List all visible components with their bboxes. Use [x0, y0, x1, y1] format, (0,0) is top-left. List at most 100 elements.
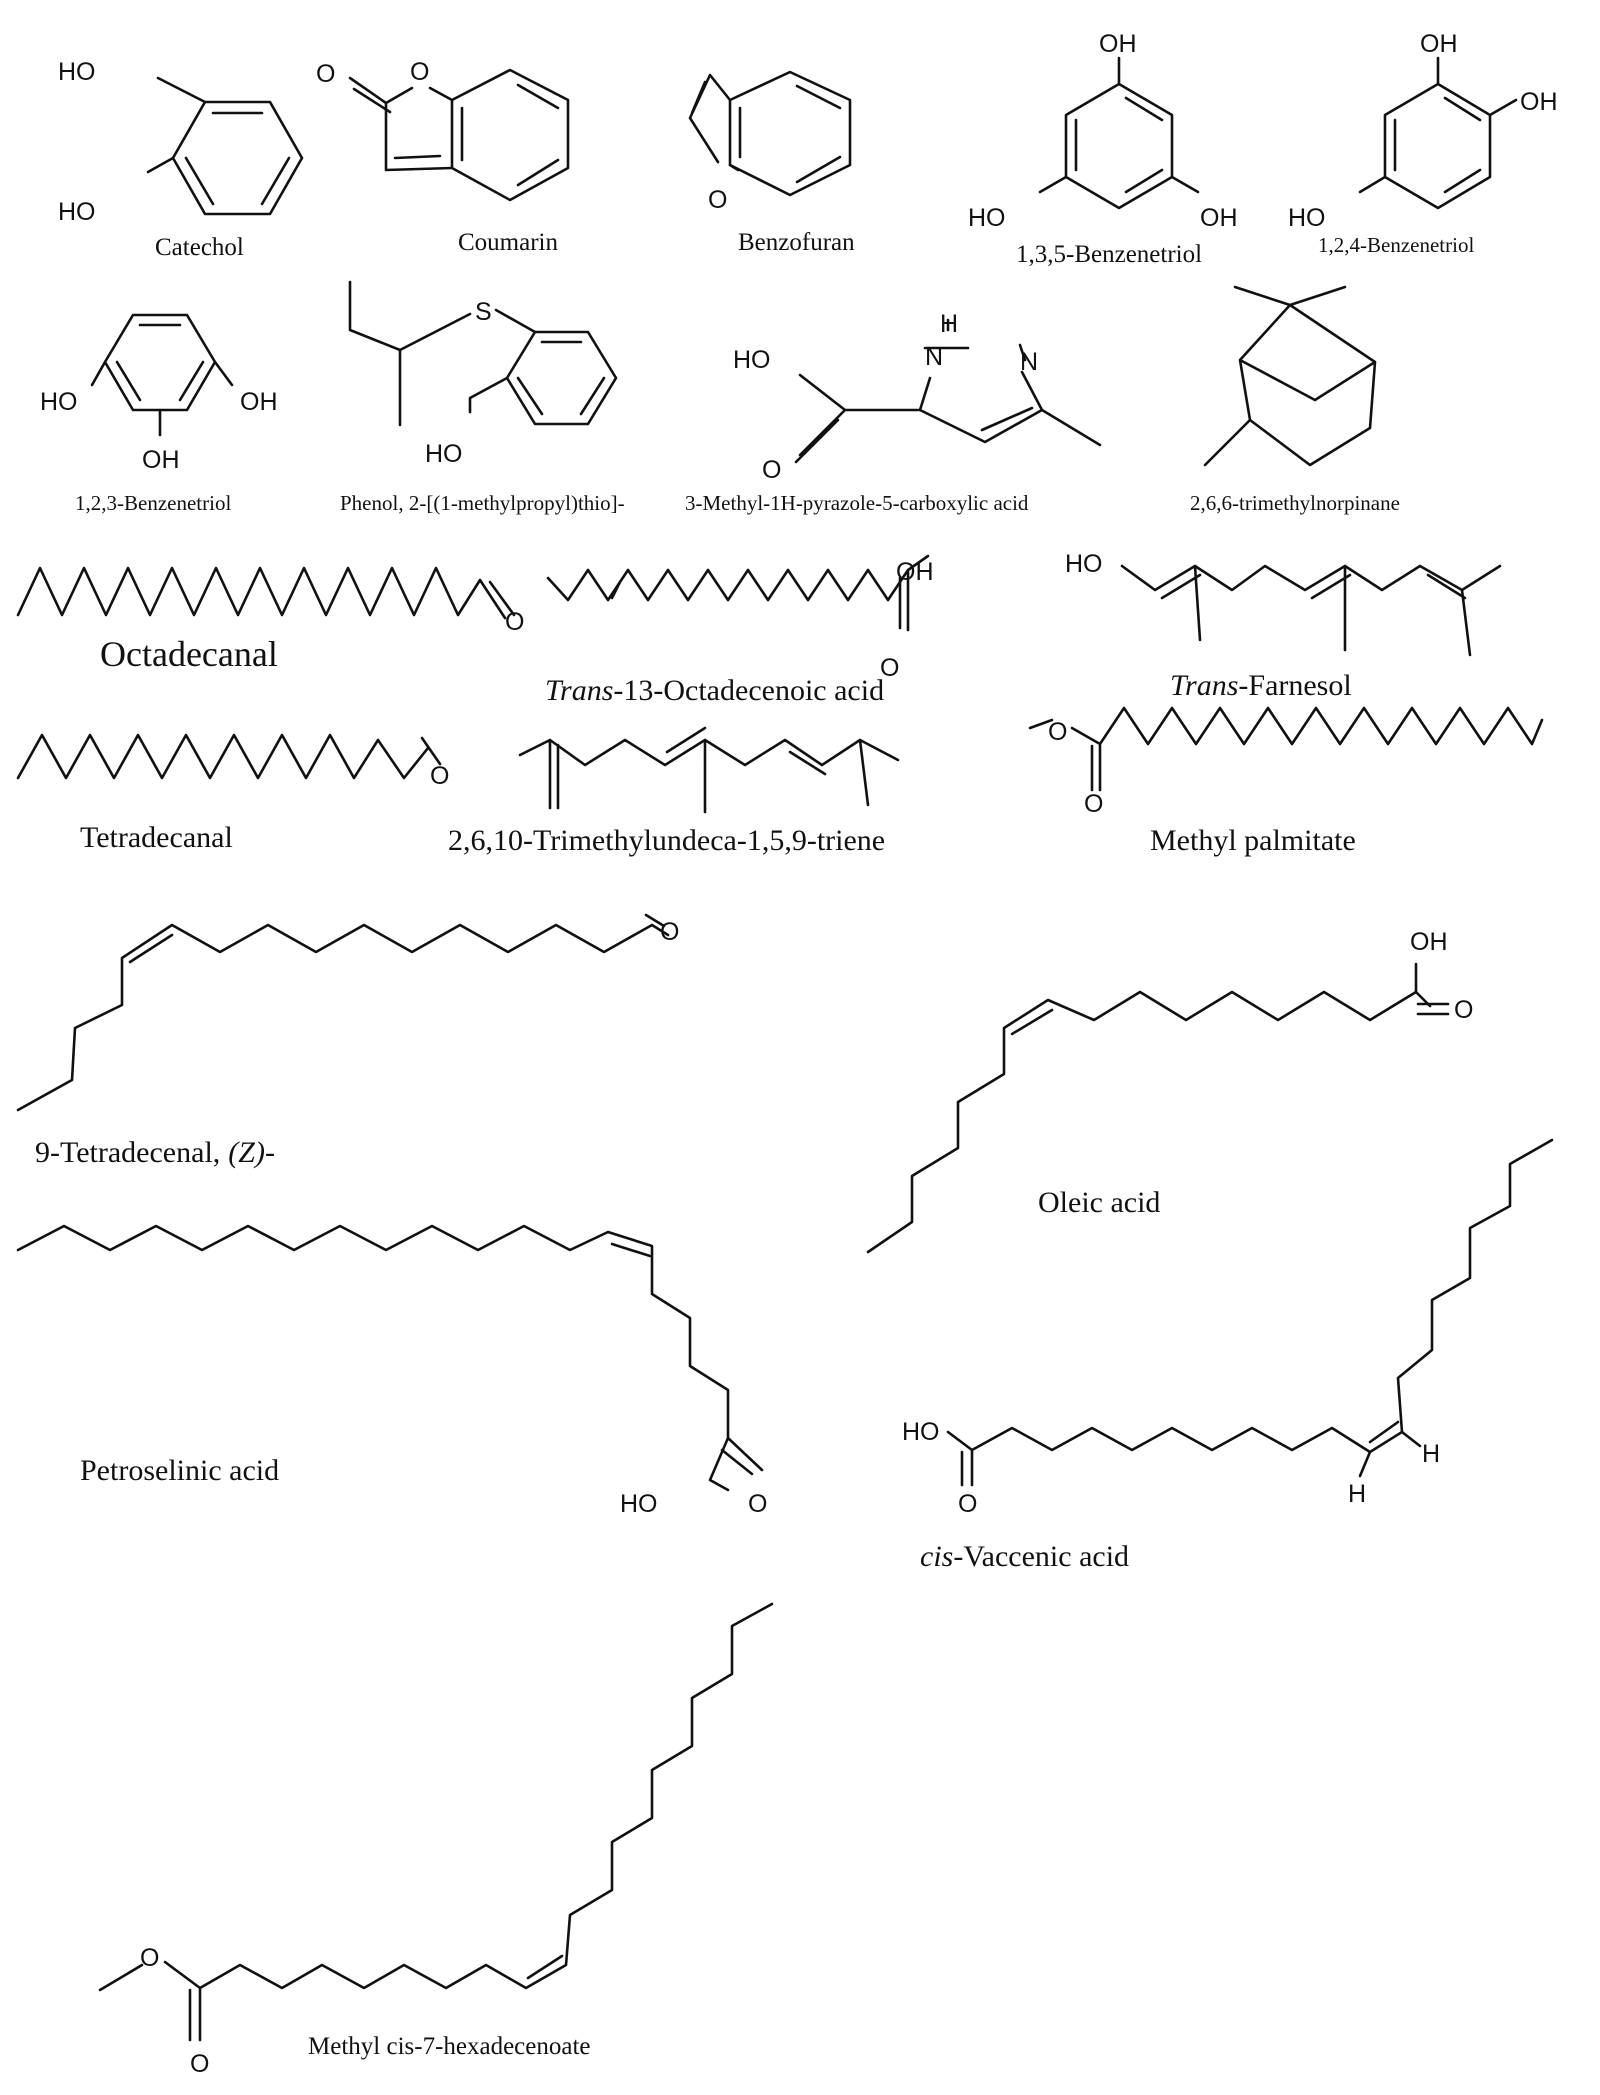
atom-label: HO — [1288, 204, 1326, 232]
carbonyl-double — [420, 736, 442, 766]
trimethylundecatriene-structure: 2,6,10-Trimethylundeca-1,5,9-triene — [448, 726, 900, 857]
atom-label: HO — [902, 1418, 940, 1446]
benzofuran-benzene-double-bonds — [738, 84, 842, 184]
name-rest: -13-Octadecenoic acid — [613, 674, 884, 707]
cis-vaccenic-acid-structure: HO O H H cis-Vaccenic acid — [902, 1138, 1554, 1573]
9-tetradecenal-structure: O 9-Tetradecenal,(Z)- — [16, 913, 679, 1169]
carbon-chain — [518, 738, 900, 814]
carbon-chain — [1028, 706, 1544, 792]
compound-name: 1,2,3-Benzenetriol — [75, 491, 231, 515]
name-italic: cis — [920, 1540, 953, 1573]
name-main: 9-Tetradecenal, — [35, 1136, 220, 1169]
compound-name: Methyl cis-7-hexadecenoate — [308, 2033, 591, 2060]
vinyl-h-bonds — [1358, 1430, 1422, 1478]
carbon-chain — [946, 1138, 1554, 1487]
double-bond-marks — [556, 726, 827, 810]
atom-label: H — [940, 310, 958, 338]
compound-name: cis-Vaccenic acid — [920, 1540, 1129, 1573]
atom-label: O — [430, 762, 449, 790]
atom-label: OH — [240, 388, 278, 416]
catechol-oh-bonds — [146, 76, 207, 174]
compound-name: Oleic acid — [1038, 1186, 1160, 1219]
atom-label: O — [762, 456, 781, 484]
carbon-chain — [16, 733, 430, 780]
atom-label: O — [958, 1490, 977, 1518]
atom-label: OH — [142, 446, 180, 474]
carbon-chain — [1120, 564, 1502, 657]
carbon-chain — [16, 923, 670, 1112]
atom-label: OH — [1420, 30, 1458, 58]
ring — [505, 330, 618, 426]
benzofuran-benzene-ring — [728, 70, 852, 197]
double-bond-marks — [1160, 573, 1467, 600]
oh-bonds — [1358, 56, 1518, 194]
methyl-cis-7-hexadecenoate-structure: O O Methyl cis-7-hexadecenoate — [98, 1602, 774, 2078]
atom-label: HO — [1065, 550, 1103, 578]
double-bond-marks — [610, 576, 902, 630]
atom-label: OH — [1410, 928, 1448, 956]
name-italic: Trans — [545, 674, 613, 707]
benzofuran-furan-bonds — [688, 73, 740, 172]
atom-label: HO — [425, 440, 463, 468]
atom-label: O — [708, 186, 727, 214]
coumarin-carbonyl-double — [352, 87, 392, 114]
atom-label: O — [190, 2050, 209, 2078]
ring-double-bonds — [516, 340, 606, 416]
ring-double-bonds — [115, 323, 205, 402]
atom-label: S — [475, 298, 492, 326]
carbon-chain — [16, 566, 507, 620]
124-benzenetriol-structure: OH OH HO 1,2,4-Benzenetriol — [1288, 30, 1558, 257]
norpinane-structure: 2,6,6-trimethylnorpinane — [1190, 285, 1400, 515]
atom-label: H — [1422, 1440, 1440, 1468]
atom-label: OH — [1200, 204, 1238, 232]
atom-label: OH — [1099, 30, 1137, 58]
compound-name: 9-Tetradecenal,(Z)- — [35, 1136, 275, 1169]
name-italic: Trans — [1170, 669, 1238, 702]
atom-label: O — [1454, 996, 1473, 1024]
compound-name: Trans-Farnesol — [1170, 669, 1352, 702]
carbon-chain — [98, 1602, 774, 2042]
compound-name: Coumarin — [458, 229, 558, 256]
compound-name: 1,3,5-Benzenetriol — [1016, 241, 1202, 268]
name-rest: -Farnesol — [1238, 669, 1351, 702]
coumarin-pyrone-bonds — [348, 76, 454, 172]
atom-label: O — [1048, 718, 1067, 746]
ring-double-bonds — [1074, 96, 1164, 194]
ring — [103, 313, 217, 412]
catechol-ring-double-bonds — [184, 111, 291, 206]
atom-label: O — [316, 60, 335, 88]
coumarin-benzene-ring — [450, 68, 570, 202]
ring — [1064, 82, 1174, 210]
oh-bonds — [1038, 56, 1200, 194]
name-italic: (Z)- — [228, 1136, 275, 1169]
atom-label: HO — [40, 388, 78, 416]
123-benzenetriol-structure: HO OH OH 1,2,3-Benzenetriol — [40, 313, 278, 515]
coumarin-benzene-double-bonds — [460, 83, 560, 187]
compound-name: Benzofuran — [738, 229, 855, 256]
atom-label: N — [1020, 348, 1038, 376]
carbon-chain — [16, 1224, 764, 1492]
oleic-acid-structure: OH O Oleic acid — [866, 928, 1473, 1254]
name-rest: -Vaccenic acid — [953, 1540, 1129, 1573]
atom-label: HO — [733, 346, 771, 374]
double-bond-marks — [610, 1242, 754, 1476]
ring-double-bonds — [1393, 96, 1482, 194]
cis-double-bond — [1010, 1008, 1054, 1036]
compound-name: Methyl palmitate — [1150, 824, 1356, 857]
compound-name: 3-Methyl-1H-pyrazole-5-carboxylic acid — [685, 491, 1029, 515]
catechol-ring — [171, 100, 304, 216]
atom-label: HO — [58, 58, 96, 86]
compound-name: Petroselinic acid — [80, 1454, 279, 1487]
atom-label: O — [748, 1490, 767, 1518]
compound-name: 2,6,6-trimethylnorpinane — [1190, 491, 1400, 515]
compound-name: 1,2,4-Benzenetriol — [1318, 233, 1474, 257]
compound-name: 2,6,10-Trimethylundeca-1,5,9-triene — [448, 824, 885, 857]
carboxyl-bonds — [1414, 962, 1450, 1016]
carbon-chain — [546, 554, 930, 632]
compound-name: Trans-13-Octadecenoic acid — [545, 674, 884, 707]
atom-label: O — [660, 918, 679, 946]
compound-name: Catechol — [155, 234, 244, 261]
trans-farnesol-structure: HO Trans-Farnesol — [1065, 550, 1502, 702]
atom-label: O — [410, 58, 429, 86]
